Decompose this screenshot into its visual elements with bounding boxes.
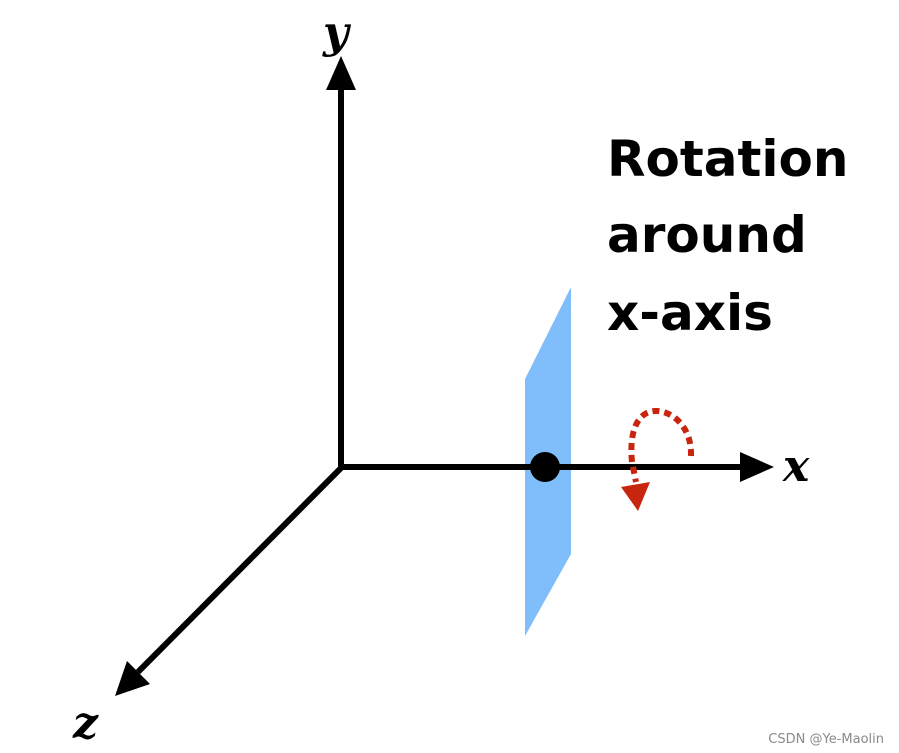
rotation-arrowhead: [621, 482, 650, 511]
rotation-arc: [628, 408, 695, 483]
y-axis-arrowhead: [326, 56, 356, 90]
watermark: CSDN @Ye-Maolin: [768, 732, 884, 747]
z-axis-line: [135, 465, 344, 675]
caption-line-1: Rotation: [607, 130, 848, 188]
z-axis: [115, 465, 344, 696]
curved-dotted-arrow-icon: [621, 408, 695, 511]
caption-line-2: around: [607, 206, 807, 264]
z-axis-label: z: [72, 698, 99, 749]
z-axis-arrowhead: [115, 661, 150, 696]
y-axis: [326, 56, 356, 468]
y-axis-label: y: [322, 7, 352, 58]
x-axis-arrowhead: [740, 452, 774, 482]
pivot-point: [530, 452, 560, 482]
caption-line-3: x-axis: [607, 284, 773, 342]
x-axis-label: x: [782, 441, 810, 492]
